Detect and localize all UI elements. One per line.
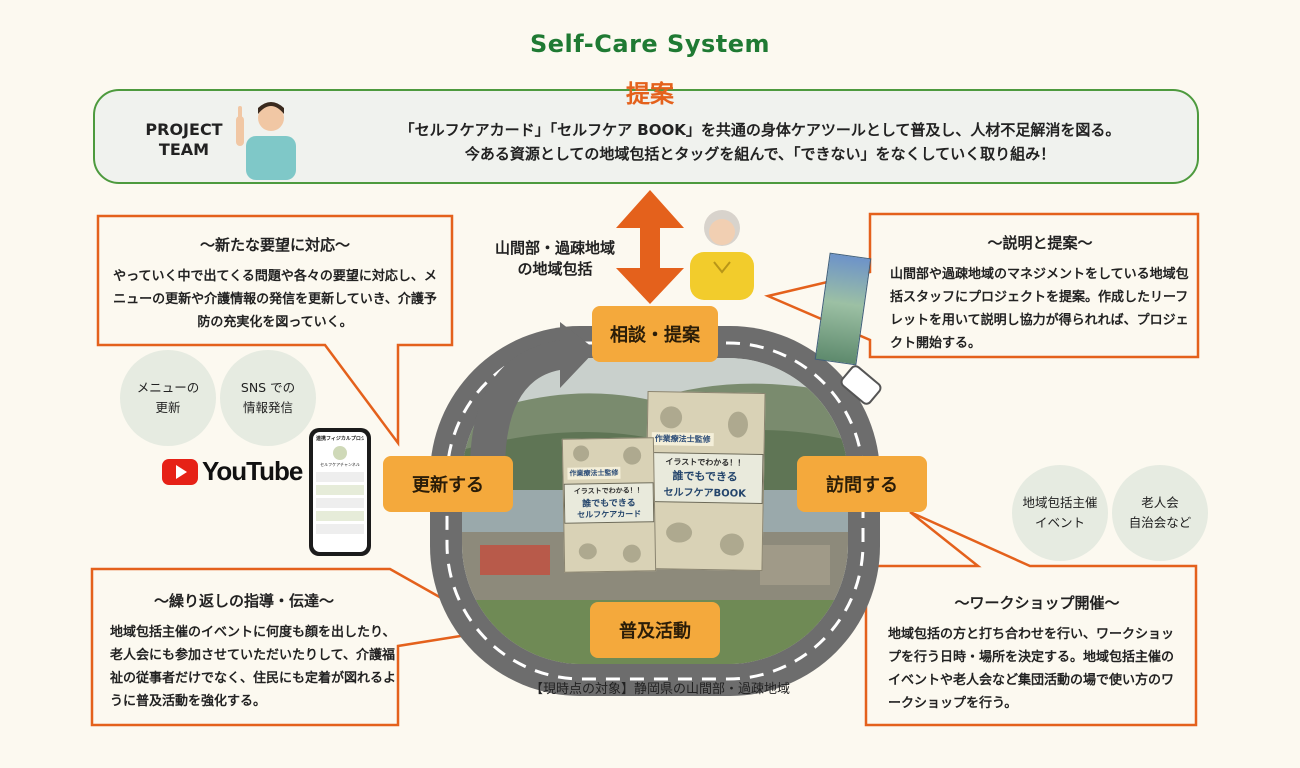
callout-right-bottom-shape [864,510,1198,727]
target-note: 【現時点の対象】静岡県の山間部・過疎地域 [529,682,790,697]
cycle-update-button[interactable]: 更新する [383,456,513,512]
circle-menu-update-line1: メニューの [136,380,200,395]
callout-left-bottom-body: 地域包括主催のイベントに何度も顔を出したり、老人会にも参加させていただいたりして… [110,625,397,709]
cycle-spread-button[interactable]: 普及活動 [590,602,720,658]
region-label-line1: 山間部・過疎地域 [494,239,615,257]
staff-woman-illustration [682,200,762,300]
callout-left-top: 〜新たな要望に対応〜 やっていく中で出てくる問題や各々の要望に対応し、メニューの… [110,234,440,334]
phone-header: 連携フィジカルプロジェクト [316,436,364,442]
project-team-line1: PROJECT [145,120,223,139]
book-large-band: イラストでわかる！！ 誰でもできる セルフケアBOOK [646,451,764,505]
circle-sns-line1: SNS での [240,380,296,395]
selfcare-book-cover: 作業療法士監修 イラストでわかる！！ 誰でもできる セルフケアBOOK [644,390,766,572]
callout-left-bottom-shape [90,567,502,727]
circle-region-event-line2: イベント [1034,515,1085,530]
project-team-label: PROJECT TEAM [120,120,248,160]
book-small-tag: 作業療法士監修 [567,466,621,480]
circle-elderly-club-line1: 老人会 [1141,495,1179,510]
cycle-visit-button[interactable]: 訪問する [797,456,927,512]
phone-illustration: 連携フィジカルプロジェクト セルフケアチャンネル [309,428,371,556]
doctor-icon [236,102,296,180]
callout-left-bottom-title: 〜繰り返しの指導・伝達〜 [154,592,335,610]
book-large-line2: 誰でもできる [672,469,738,484]
book-small-line3: セルフケアカード [577,509,642,520]
region-label-line2: の地域包括 [517,260,593,278]
proposal-text: 「セルフケアカード」「セルフケア BOOK」を共通の身体ケアツールとして普及し、… [330,118,1190,166]
proposal-double-arrow [616,190,684,304]
circle-sns: SNS での情報発信 [220,350,316,446]
cycle-consult-button[interactable]: 相談・提案 [592,306,718,362]
project-team-line2: TEAM [158,140,210,159]
circle-sns-line2: 情報発信 [242,400,293,415]
proposal-label: 提案 [626,80,674,108]
callout-left-top-body: やっていく中で出てくる問題や各々の要望に対応し、メニューの更新や介護情報の発信を… [113,269,437,330]
callout-right-bottom-body: 地域包括の方と打ち合わせを行い、ワークショップを行う日時・場所を決定する。地域包… [888,627,1175,711]
selfcare-card-cover: 作業療法士監修 イラストでわかる！！ 誰でもできる セルフケアカード [561,437,657,573]
proposal-text-line2: 今ある資源としての地域包括とタッグを組んで、「できない」をなくしていく取り組み！ [464,145,1056,163]
circle-menu-update: メニューの更新 [120,350,216,446]
callout-left-top-shape [96,214,454,447]
cycle-arrow [470,322,596,470]
page-title: Self-Care System [529,30,771,58]
callout-right-bottom: 〜ワークショップ開催〜 地域包括の方と打ち合わせを行い、ワークショップを行う日時… [888,592,1186,715]
youtube-label: YouTube [202,456,303,486]
callout-right-top-title: 〜説明と提案〜 [987,234,1093,252]
circle-region-event: 地域包括主催イベント [1012,465,1108,561]
callout-right-top-body: 山間部や過疎地域のマネジメントをしている地域包括スタッフにプロジェクトを提案。作… [890,267,1189,351]
callout-right-top: 〜説明と提案〜 山間部や過疎地域のマネジメントをしている地域包括スタッフにプロジ… [890,232,1190,355]
proposal-text-line1: 「セルフケアカード」「セルフケア BOOK」を共通の身体ケアツールとして普及し、… [399,121,1121,139]
circle-region-event-line1: 地域包括主催 [1022,495,1098,510]
callout-left-bottom: 〜繰り返しの指導・伝達〜 地域包括主催のイベントに何度も顔を出したり、老人会にも… [110,590,400,713]
youtube-logo: YouTube [162,456,303,487]
doctor-illustration [232,96,308,180]
woman-icon [690,210,754,300]
region-label: 山間部・過疎地域 の地域包括 [480,238,630,280]
circle-elderly-club: 老人会自治会など [1112,465,1208,561]
book-large-line3: セルフケアBOOK [663,487,747,500]
circle-elderly-club-line2: 自治会など [1128,515,1192,530]
book-small-band: イラストでわかる！！ 誰でもできる セルフケアカード [563,482,655,524]
book-large-tag: 作業療法士監修 [651,432,714,447]
callout-right-bottom-title: 〜ワークショップ開催〜 [954,594,1120,612]
phone-sub: セルフケアチャンネル [320,462,360,467]
circle-menu-update-line2: 更新 [155,400,181,415]
callout-left-top-title: 〜新たな要望に対応〜 [199,236,350,254]
youtube-play-icon [162,458,198,485]
